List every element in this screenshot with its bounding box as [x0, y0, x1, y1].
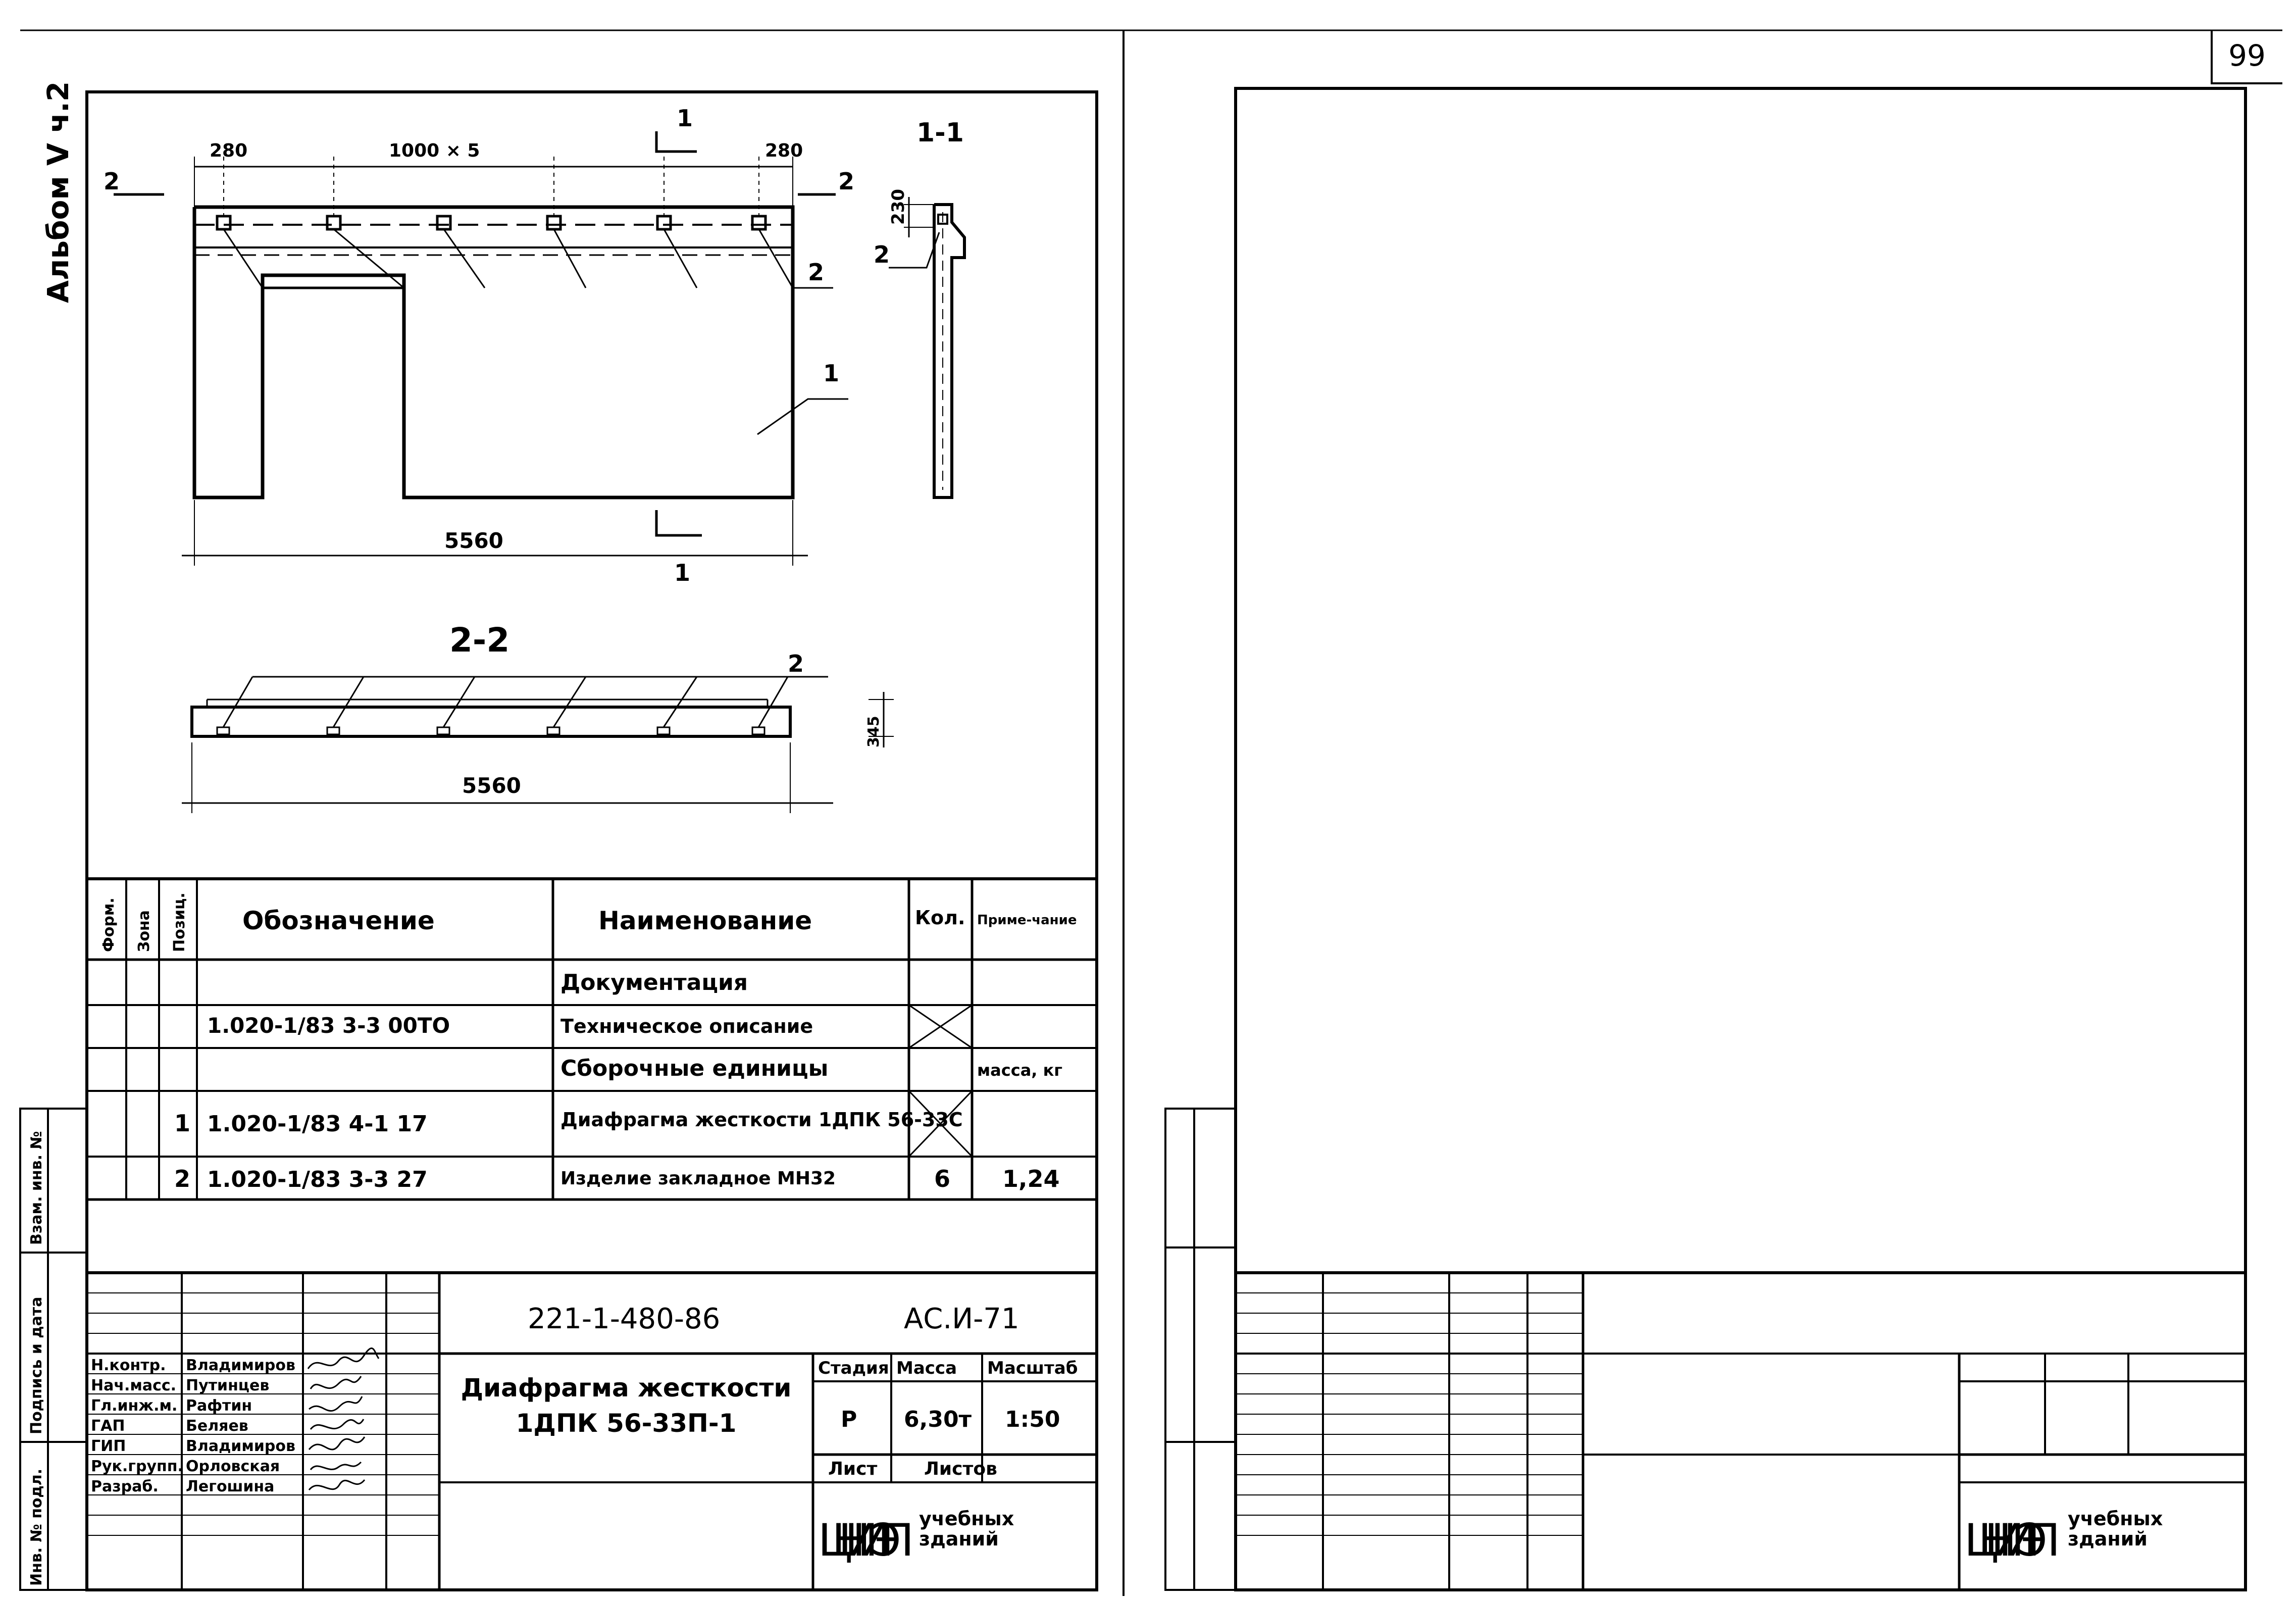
- side-label-sign-date: Подпись и дата: [28, 1297, 45, 1434]
- right-org-main: ЦНИИЭП: [1964, 1514, 2060, 1566]
- row-name: Сборочные единицы: [560, 1056, 828, 1081]
- sheet-code: АС.И-71: [904, 1303, 1019, 1335]
- row-note: масса, кг: [977, 1061, 1062, 1080]
- cut-1-mark: 1: [677, 105, 693, 132]
- org-sub1: учебных: [919, 1508, 1014, 1530]
- title-line-1: Диафрагма жесткости: [461, 1373, 792, 1403]
- dim-5560-bottom: 5560: [462, 773, 521, 798]
- right-sheet-frame: [1234, 87, 2247, 1591]
- scale-value: 1:50: [1005, 1407, 1060, 1432]
- page-number: 99: [2228, 38, 2266, 73]
- person-name: Легошина: [186, 1478, 274, 1495]
- right-title-block: [1236, 1271, 2246, 1590]
- header-zone: Зона: [135, 910, 153, 952]
- row-name: Изделие закладное МН32: [560, 1168, 836, 1189]
- position-1-mark: 1: [823, 360, 839, 387]
- row-position: 2: [174, 1165, 190, 1192]
- side-label-replace-inv: Взам. инв. №: [28, 1131, 45, 1245]
- header-note: Приме-чание: [977, 913, 1077, 928]
- person-role: Разраб.: [91, 1478, 159, 1495]
- section-1-1-title: 1-1: [916, 118, 964, 148]
- row-note: 1,24: [1002, 1165, 1060, 1192]
- header-format: Форм.: [100, 897, 118, 952]
- spec-table-grid: [87, 877, 1097, 1201]
- doc-code: 221-1-480-86: [528, 1303, 720, 1335]
- person-name: Владимиров: [186, 1357, 295, 1374]
- cut-2-mark-right: 2: [838, 168, 854, 195]
- scale-label: Масштаб: [987, 1358, 1078, 1378]
- page-number-box: [2211, 30, 2282, 84]
- elevation-view: [114, 131, 848, 566]
- header-qty: Кол.: [915, 907, 965, 929]
- dim-5560-top: 5560: [444, 528, 503, 553]
- row-name: Техническое описание: [560, 1015, 813, 1037]
- person-name: Орловская: [186, 1458, 280, 1475]
- org-sub2: зданий: [919, 1528, 999, 1550]
- sheets-label: Листов: [924, 1459, 997, 1479]
- album-label: Альбом V ч.2: [41, 81, 75, 303]
- person-role: ГАП: [91, 1417, 125, 1435]
- right-org-sub2: зданий: [2068, 1528, 2148, 1550]
- row-designation: 1.020-1/83 4-1 17: [207, 1111, 428, 1137]
- row-qty: 6: [934, 1165, 950, 1192]
- person-role: Нач.масс.: [91, 1377, 176, 1394]
- header-name: Наименование: [598, 906, 812, 935]
- org-main: ЦНИИЭП: [818, 1514, 914, 1566]
- header-position: Позиц.: [171, 892, 188, 952]
- person-name: Беляев: [186, 1417, 248, 1435]
- person-role: Н.контр.: [91, 1357, 166, 1374]
- stage-value: Р: [841, 1407, 857, 1432]
- section-1-1-position-2: 2: [874, 241, 890, 268]
- side-label-inv-no: Инв. № подл.: [28, 1469, 45, 1586]
- cut-1-mark-bottom: 1: [674, 559, 690, 586]
- stage-label: Стадия: [818, 1358, 889, 1378]
- right-org-sub1: учебных: [2068, 1508, 2163, 1530]
- row-designation: 1.020-1/83 3-3 00ТО: [207, 1013, 450, 1038]
- dim-230: 230: [888, 189, 908, 225]
- section-2-2-title: 2-2: [449, 621, 509, 660]
- section-2-2: [182, 676, 894, 813]
- title-line-2: 1ДПК 56-33П-1: [516, 1409, 737, 1438]
- cut-2-mark-left: 2: [104, 168, 120, 195]
- title-block-grid: [87, 1271, 1097, 1590]
- header-designation: Обозначение: [242, 906, 435, 935]
- mass-label: Масса: [896, 1358, 957, 1378]
- signature-scribbles: [307, 1347, 380, 1491]
- person-role: Рук.групп.: [91, 1458, 183, 1475]
- person-name: Владимиров: [186, 1437, 295, 1455]
- dim-280-right: 280: [765, 140, 803, 161]
- row-name: Диафрагма жесткости 1ДПК 56-33С: [560, 1109, 963, 1131]
- left-sheet-frame: [85, 90, 1098, 1591]
- section-1-1: [889, 197, 966, 499]
- person-role: ГИП: [91, 1437, 126, 1455]
- row-position: 1: [174, 1110, 190, 1137]
- dim-280-left: 280: [210, 140, 247, 161]
- person-name: Рафтин: [186, 1397, 252, 1415]
- dim-345: 345: [865, 716, 883, 747]
- person-name: Путинцев: [186, 1377, 269, 1394]
- side-stamp-left: [19, 1108, 88, 1591]
- row-designation: 1.020-1/83 3-3 27: [207, 1167, 428, 1192]
- dim-1000x5: 1000 × 5: [389, 140, 480, 161]
- row-name: Документация: [560, 970, 748, 995]
- section-2-2-position-2: 2: [788, 650, 804, 677]
- person-role: Гл.инж.м.: [91, 1397, 177, 1415]
- position-2-mark: 2: [808, 259, 824, 286]
- right-side-stamp: [1164, 1108, 1237, 1591]
- sheet-label: Лист: [828, 1459, 877, 1479]
- mass-value: 6,30т: [904, 1407, 972, 1432]
